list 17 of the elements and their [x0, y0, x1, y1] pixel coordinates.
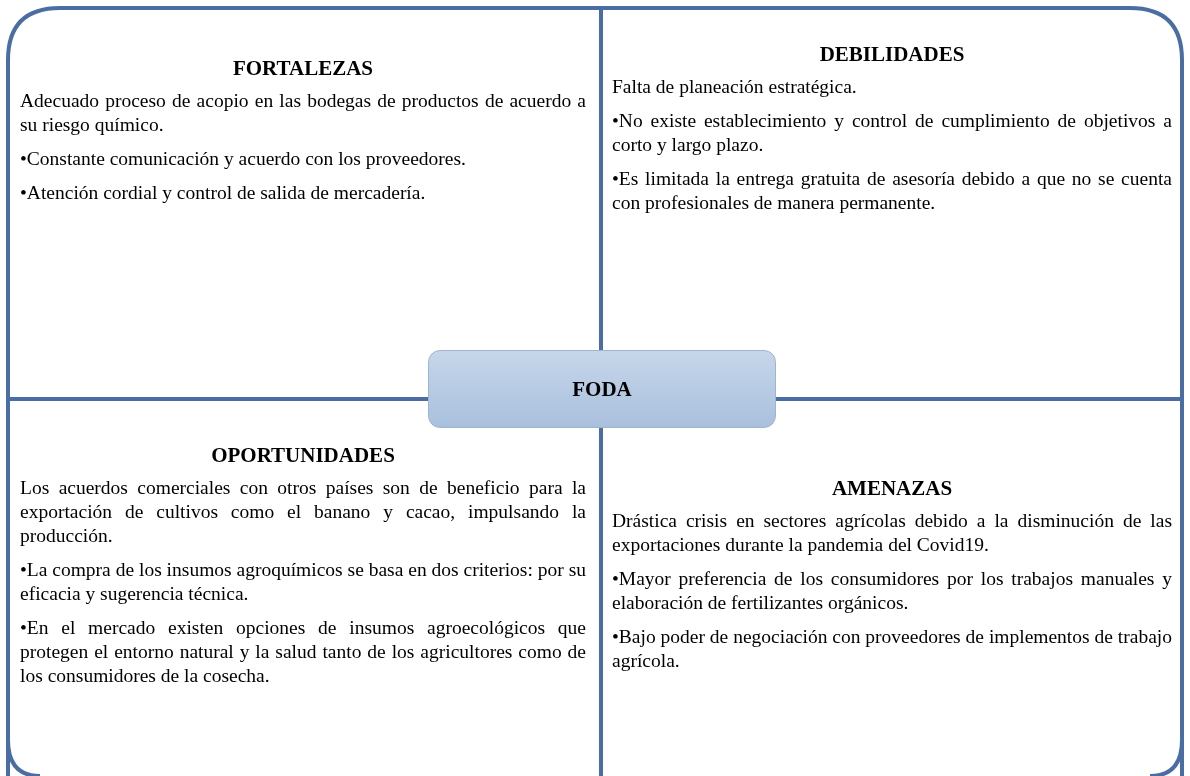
section-heading: OPORTUNIDADES [210, 443, 396, 468]
paragraph: Los acuerdos comerciales con otros países son de beneficio para la exportación de cultivos como el banano y cacao, impulsando la producción. [20, 476, 586, 548]
paragraph: •La compra de los insumos agroquímicos se basa en dos criterios: por su eficacia y sugerencia técnica. [20, 558, 586, 606]
section-heading: DEBILIDADES [818, 42, 966, 67]
paragraph: •Atención cordial y control de salida de mercadería. [20, 181, 427, 205]
paragraph: Adecuado proceso de acopio en las bodegas de productos de acuerdo a su riesgo químico. [20, 89, 586, 137]
paragraph: •Es limitada la entrega gratuita de asesoría debido a que no se cuenta con profesionales de manera permanente. [612, 167, 1172, 215]
paragraph: •En el mercado existen opciones de insumos agroecológicos que protegen el entorno natural y la salud tanto de los agricultores como de los consumidores de la cosecha. [20, 616, 586, 688]
paragraph: •Constante comunicación y acuerdo con los proveedores. [20, 147, 467, 171]
paragraph: Falta de planeación estratégica. [612, 75, 858, 99]
section-heading: AMENAZAS [830, 476, 954, 501]
paragraph: •Bajo poder de negociación con proveedores de implementos de trabajo agrícola. [612, 625, 1172, 673]
title-box: FODA [428, 350, 776, 428]
paragraph: •Mayor preferencia de los consumidores por los trabajos manuales y elaboración de fertilizantes orgánicos. [612, 567, 1172, 615]
paragraph: Drástica crisis en sectores agrícolas debido a la disminución de las exportaciones durante la pandemia del Covid19. [612, 509, 1172, 557]
paragraph: •No existe establecimiento y control de cumplimiento de objetivos a corto y largo plazo. [612, 109, 1172, 157]
section-heading: FORTALEZAS [231, 56, 375, 81]
